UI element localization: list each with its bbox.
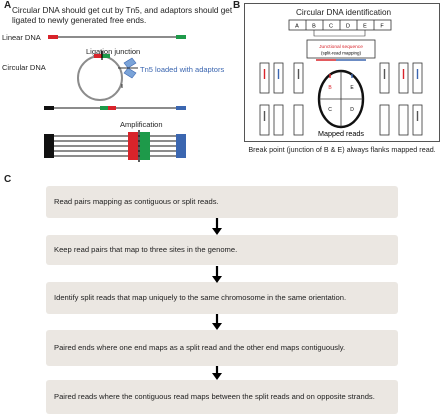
top-sequence: A B C D E F (288, 19, 392, 37)
segment-e-label: E (363, 24, 367, 30)
step-box-4: Paired ends where one end maps as a spli… (46, 330, 398, 366)
circle-e-label: E (350, 85, 354, 91)
junction-box: Junctional sequence (split-read mapping) (306, 39, 376, 61)
step-text-2: Keep read pairs that map to three sites … (54, 245, 238, 255)
segment-d-label: D (346, 24, 350, 30)
circle-d-label: D (350, 107, 354, 113)
step-text-1: Read pairs mapping as contiguous or spli… (54, 197, 219, 207)
circular-dna-label: Circular DNA (2, 63, 46, 72)
arrow-1-head (212, 228, 222, 235)
step-box-1: Read pairs mapping as contiguous or spli… (46, 186, 398, 218)
step-box-3: Identify split reads that map uniquely t… (46, 282, 398, 314)
circle-c-label: C (328, 107, 332, 113)
mapped-read-marks (263, 69, 419, 121)
panel-c-letter: C (4, 174, 12, 185)
panel-b-caption: Break point (junction of B & E) always f… (248, 145, 436, 154)
mapped-reads-label: Mapped reads (318, 129, 364, 138)
junction-line-2: (split-read mapping) (321, 51, 362, 56)
segment-f-label: F (380, 24, 384, 30)
panel-a-diagram (44, 35, 186, 162)
step-box-2: Keep read pairs that map to three sites … (46, 235, 398, 265)
tn5-label: Tn5 loaded with adaptors (140, 65, 225, 74)
arrow-3-head (212, 323, 222, 330)
junction-line-1: Junctional sequence (319, 44, 363, 50)
step-text-4: Paired ends where one end maps as a spli… (54, 343, 346, 353)
amplified-reads (44, 130, 186, 162)
tn5-icon (118, 57, 138, 88)
circle-quadrants: B E C D (317, 69, 365, 129)
arrow-2-head (212, 276, 222, 283)
circular-dna (77, 51, 123, 101)
ligated-fragment (44, 106, 186, 110)
linear-dna (48, 35, 186, 39)
segment-a-label: A (295, 24, 299, 30)
panel-a-letter: A (4, 0, 12, 11)
segment-c-label: C (329, 24, 333, 30)
step-text-3: Identify split reads that map uniquely t… (54, 293, 347, 303)
segment-b-label: B (312, 24, 316, 30)
panel-b-letter: B (233, 0, 241, 11)
arrow-4-head (212, 373, 222, 380)
flow-arrows (212, 218, 222, 380)
ligation-junction-label: Ligation junction (86, 47, 141, 56)
circle-b-label: B (328, 85, 332, 91)
panel-b-diagram: A B C D E F Junctional sequence (split-r… (259, 19, 423, 138)
step-text-5: Paired reads where the contiguous read m… (54, 392, 375, 402)
amplification-label: Amplification (120, 120, 163, 129)
panel-b-title: Circular DNA identification (296, 8, 392, 17)
panel-a-caption: Circular DNA should get cut by Tn5, and … (12, 6, 233, 25)
linear-dna-label: Linear DNA (2, 33, 41, 42)
step-box-5: Paired reads where the contiguous read m… (46, 380, 398, 414)
